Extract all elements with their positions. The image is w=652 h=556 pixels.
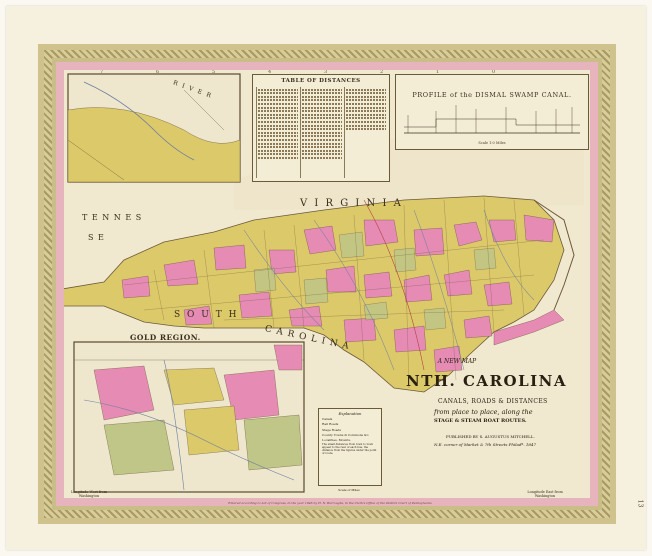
green-counties (253, 231, 497, 331)
top-scale-tick: 3 (324, 70, 328, 75)
legend-title: Explanation (338, 411, 362, 416)
distances-columns (256, 87, 386, 178)
profile-title: PROFILE of the DISMAL SWAMP CANAL. (412, 91, 572, 99)
longitude-west-label: Longitude West from Washington (70, 490, 108, 498)
top-scale-tick: 7 (100, 70, 104, 75)
label-south: S O U T H (174, 310, 239, 320)
publisher-address: N.E. corner of Market & 7th Streets Phil… (434, 442, 537, 447)
longitude-east-label: Longitude East from Washington (527, 490, 563, 498)
map-drawing (64, 73, 584, 493)
county-lines (123, 197, 545, 389)
publisher-line: PUBLISHED BY S. AUGUSTUS MITCHELL. (446, 434, 535, 439)
legend-item: Stage Roads (322, 427, 342, 432)
railroad (363, 199, 425, 371)
page-number: 13 (636, 499, 644, 508)
map-legend: Explanation Canals Rail Roads Stage Road… (318, 408, 382, 486)
label-gold-region: GOLD REGION. (130, 333, 201, 342)
label-tennessee-cont: S E (88, 233, 105, 242)
legend-item: Rail Roads (322, 422, 339, 427)
copyright-note: Entered according to Act of Congress, in… (228, 501, 432, 505)
distances-title: TABLE OF DISTANCES (281, 78, 361, 84)
rivers (243, 209, 535, 371)
top-scale-tick: 6 (156, 70, 160, 75)
top-scale-tick: 2 (380, 70, 384, 75)
legend-item: County Towns & Commons &c. (322, 432, 370, 437)
title-prefix: A NEW MAP (437, 358, 477, 365)
legend-item: Canals (322, 417, 333, 422)
subtitle-from: from place to place, along the (434, 408, 533, 416)
pink-counties (121, 214, 555, 373)
label-tennessee: T E N N E S (82, 213, 143, 222)
top-scale-tick: 1 (436, 70, 440, 75)
profile-scale: Scale 1:0 Miles (478, 141, 506, 145)
map-field: 7 6 5 4 3 2 1 0 T E N N E S S E V I R G … (64, 70, 590, 498)
canal-profile-inset: PROFILE of the DISMAL SWAMP CANAL. Scale… (395, 74, 589, 150)
top-scale-tick: 0 (492, 70, 496, 75)
title-cartouche: A NEW MAP NTH. CAROLINA CANALS, ROADS & … (398, 358, 588, 478)
subtitle-routes: STAGE & STEAM BOAT ROUTES. (434, 418, 527, 424)
page-title: NTH. CAROLINA (406, 372, 568, 390)
virginia-region (234, 130, 584, 210)
table-of-distances: TABLE OF DISTANCES (252, 74, 390, 182)
top-scale-tick: 4 (268, 70, 272, 75)
legend-item: Localities, Mounts. (322, 437, 352, 442)
top-scale-tick: 5 (212, 70, 216, 75)
scale-of-miles: Scale of Miles (338, 488, 360, 492)
subtitle-canals: CANALS, ROADS & DISTANCES (438, 398, 548, 405)
label-virginia: V I R G I N I A (300, 198, 403, 209)
legend-note: The small distances from town to town ap… (322, 443, 377, 456)
